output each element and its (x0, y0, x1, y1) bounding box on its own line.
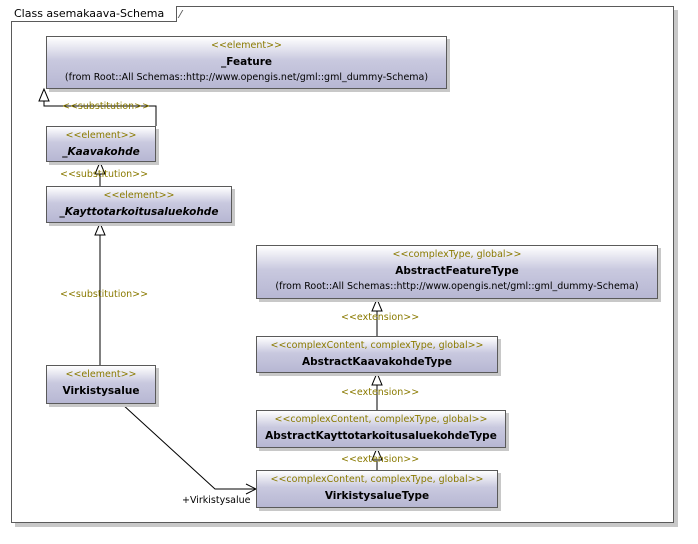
class-name: _Kaavakohde (62, 146, 140, 158)
class-name: AbstractFeatureType (395, 265, 519, 277)
stereotype: <<complexContent, complexType, global>> (270, 340, 484, 351)
package-path: (from Root::All Schemas::http://www.open… (64, 72, 429, 83)
class-virkistysalue[interactable]: <<element>> Virkistysalue (46, 365, 156, 404)
class-name: AbstractKaavakohdeType (301, 356, 453, 368)
substitution-label: <<substitution>> (60, 289, 149, 300)
stereotype: <<element>> (65, 369, 137, 380)
extension-arrow-2 (371, 371, 383, 386)
extension-arrow-1 (371, 297, 383, 312)
class-name: AbstractKayttotarkoitusaluekohdeType (265, 430, 497, 442)
class-kayttotarkoitusaluekohde[interactable]: <<element>> _Kayttotarkoitusaluekohde (46, 186, 232, 223)
class-name: _Feature (221, 56, 272, 68)
class-name: Virkistysalue (62, 385, 140, 397)
substitution-line-kaavakohde-feature (43, 100, 157, 126)
package-path: (from Root::All Schemas::http://www.open… (275, 281, 639, 292)
extension-arrow-3 (371, 446, 383, 461)
extension-label: <<extension>> (341, 387, 420, 398)
stereotype: <<complexType, global>> (392, 249, 522, 260)
class-name: VirkistysalueType (324, 490, 430, 502)
stereotype: <<element>> (65, 130, 137, 141)
substitution-label: <<substitution>> (60, 169, 149, 180)
generalization-arrow-kayttotarkoitus (94, 221, 106, 236)
association-line (121, 403, 256, 490)
extension-label: <<extension>> (341, 454, 420, 465)
stereotype: <<complexContent, complexType, global>> (274, 414, 488, 425)
generalization-arrow-feature (38, 87, 50, 102)
class-kaavakohde[interactable]: <<element>> _Kaavakohde (46, 126, 156, 162)
class-abstract-feature-type[interactable]: <<complexType, global>> AbstractFeatureT… (256, 245, 658, 299)
class-feature[interactable]: <<element>> _Feature (from Root::All Sch… (46, 36, 447, 89)
substitution-label: <<substitution>> (62, 101, 151, 112)
class-abstract-kayttotarkoitusaluekohde-type[interactable]: <<complexContent, complexType, global>> … (256, 410, 506, 448)
class-name: _Kayttotarkoitusaluekohde (59, 206, 219, 218)
stereotype: <<element>> (103, 190, 175, 201)
class-virkistysalue-type[interactable]: <<complexContent, complexType, global>> … (256, 470, 498, 508)
diagram-title: Class asemakaava-Schema (11, 6, 178, 22)
generalization-arrow-kaavakohde (94, 160, 106, 175)
stereotype: <<complexContent, complexType, global>> (270, 474, 484, 485)
stereotype: <<element>> (210, 40, 282, 51)
class-abstract-kaavakohde-type[interactable]: <<complexContent, complexType, global>> … (256, 336, 498, 373)
association-role-label: +Virkistysalue (182, 495, 251, 506)
extension-label: <<extension>> (341, 312, 420, 323)
